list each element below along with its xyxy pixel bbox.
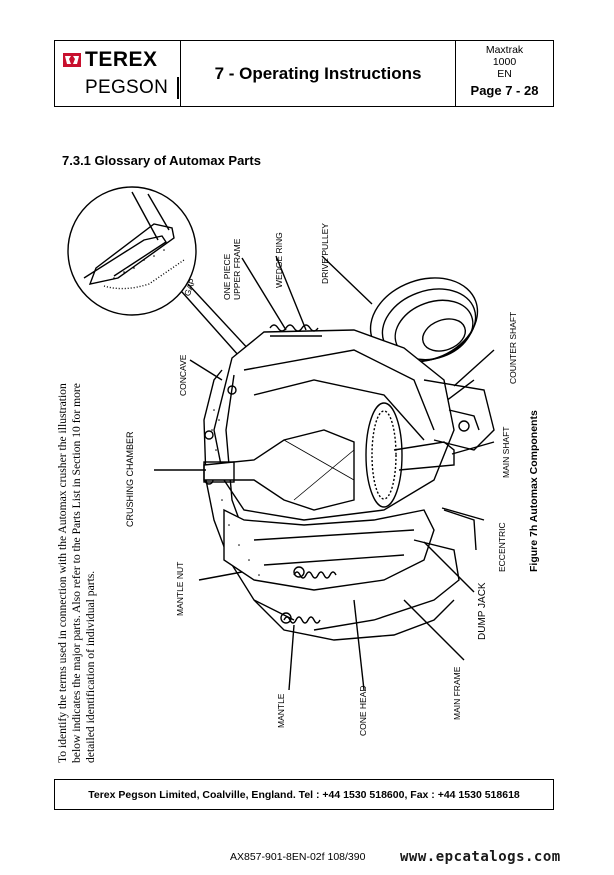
intro-paragraph: To identify the terms used in connection…: [56, 383, 97, 763]
footer-contact: Terex Pegson Limited, Coalville, England…: [88, 788, 520, 801]
watermark-text: www.epcatalogs.com: [400, 849, 561, 865]
model-number: 1000: [492, 56, 517, 68]
label-mantle-nut: MANTLE NUT: [175, 561, 185, 616]
terex-emblem-icon: [63, 53, 81, 67]
label-mantle: MANTLE: [276, 693, 286, 728]
label-wedge-ring: WEDGE RING: [274, 232, 284, 288]
model-name: Maxtrak: [485, 44, 524, 56]
label-main-shaft: MAIN SHAFT: [501, 426, 511, 478]
logo-divider: [177, 77, 179, 99]
page-number: Page 7 - 28: [470, 83, 539, 98]
section-title: 7.3.1 Glossary of Automax Parts: [62, 153, 261, 168]
label-cone-head: CONE HEAD: [358, 685, 368, 736]
figure-caption: Figure 7h Automax Components: [528, 410, 540, 572]
label-drive-pulley: DRIVE PULLEY: [320, 223, 330, 284]
label-concave: CONCAVE: [178, 354, 188, 396]
page-footer: Terex Pegson Limited, Coalville, England…: [54, 779, 554, 810]
header-info-cell: Maxtrak 1000 EN Page 7 - 28: [456, 41, 553, 106]
logo-terex-text: TEREX: [85, 48, 158, 71]
document-reference: AX857-901-8EN-02f 108/390: [230, 851, 366, 863]
label-one-piece: ONE PIECE: [222, 253, 232, 300]
page-header: TEREX PEGSON 7 - Operating Instructions …: [54, 40, 554, 107]
language-code: EN: [497, 68, 512, 80]
label-main-frame: MAIN FRAME: [452, 666, 462, 720]
company-logo: TEREX PEGSON: [55, 41, 181, 106]
logo-pegson-text: PEGSON: [85, 77, 169, 98]
label-crushing-chamber: CRUSHING CHAMBER: [125, 431, 135, 527]
label-counter-shaft: COUNTER SHAFT: [508, 311, 518, 384]
label-eccentric: ECCENTRIC: [497, 522, 507, 572]
label-upper-frame: UPPER FRAME: [232, 238, 242, 300]
header-title-cell: 7 - Operating Instructions: [181, 41, 456, 106]
automax-crusher-illustration: [67, 186, 495, 691]
page-title: 7 - Operating Instructions: [214, 63, 422, 83]
label-dump-jack: DUMP JACK: [477, 582, 488, 640]
